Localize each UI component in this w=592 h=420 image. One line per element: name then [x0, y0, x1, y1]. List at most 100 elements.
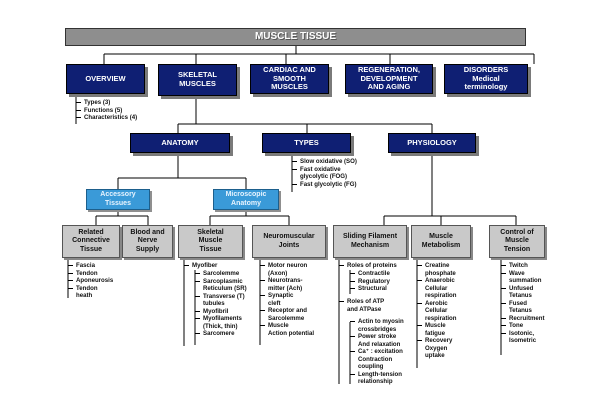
list-item: Fused Tetanus [501, 300, 545, 315]
list-item: Myofilaments (Thick, thin) [195, 315, 247, 330]
list-item-label: Myofilaments (Thick, thin) [203, 315, 242, 330]
bullet-tick [195, 333, 200, 334]
list-item: Tendon heath [68, 285, 113, 300]
list-item-label: Power stroke And relaxation [358, 333, 401, 348]
list-item: Functions (5) [76, 107, 137, 115]
title-banner: MUSCLE TISSUE [65, 28, 526, 46]
list-item: Contractile [350, 270, 390, 278]
bullet-tick [501, 302, 506, 304]
bullet-tick [350, 280, 355, 282]
list-item-label: Receptor and Sarcolemme [268, 307, 307, 322]
list-item-label: Characteristics (4) [84, 114, 138, 121]
list-item-label: Sarcoplasmic Reticulum (SR) [203, 277, 247, 293]
list-item-label: Tendon heath [76, 284, 98, 300]
list-item: Ca⁺ : excitation Contraction coupling [350, 348, 404, 371]
list-item: Muscle fatigue [417, 322, 457, 337]
list-item: Characteristics (4) [76, 114, 137, 122]
bullet-tick [417, 302, 422, 304]
list-item: Twitch [501, 262, 545, 270]
list-item-label: Roles of proteins [347, 262, 397, 269]
bullet-tick [260, 280, 265, 281]
list-item-label: Myofiber [192, 262, 218, 269]
bullet-tick [68, 265, 73, 266]
box-neuromuscular-joints: Neuromuscular Joints [252, 225, 326, 258]
list-item-label: Tendon [76, 269, 98, 277]
bullet-tick [68, 272, 73, 274]
bullet-tick [501, 317, 506, 319]
list-item: Isotonic, Isometric [501, 330, 545, 345]
list-item: Aerobic Cellular respiration [417, 300, 457, 323]
list-item-label: Creatine phosphate [425, 262, 456, 277]
box-overview: OVERVIEW [66, 64, 145, 94]
bullet-tick [339, 265, 344, 266]
list-item: Length-tension relationship [350, 371, 404, 386]
list-item-label: Wave summation [509, 269, 542, 285]
list-item: Fascia [68, 262, 113, 270]
list-item-label: Structural [358, 285, 387, 292]
list-item-label: Contractile [358, 270, 390, 277]
list-item-label: Sarcolemme [203, 270, 240, 277]
list-item: Structural [350, 285, 390, 293]
list-item: Tendon [68, 270, 113, 278]
box-blood-nerve-supply: Blood and Nerve Supply [122, 225, 173, 258]
list-item: Actin to myosin crossbridges [350, 318, 404, 333]
sliding-list-2: Roles of ATP and ATPase [339, 298, 384, 313]
list-item: Recruitment [501, 315, 545, 323]
list-item-label: Functions (5) [84, 106, 123, 114]
box-control-muscle-tension: Control of Muscle Tension [489, 225, 545, 258]
bullet-tick [68, 280, 73, 281]
list-item: Myofiber [184, 262, 217, 270]
list-item: Receptor and Sarcolemme [260, 307, 314, 322]
list-item: Anaerobic Cellular respiration [417, 277, 457, 300]
box-related-connective-tissue: Related Connective Tissue [62, 225, 120, 258]
list-item: Recovery Oxygen uptake [417, 337, 457, 360]
bullet-tick [417, 340, 422, 341]
list-item: Wave summation [501, 270, 545, 285]
box-regeneration: REGENERATION, DEVELOPMENT AND AGING [345, 64, 433, 94]
bullet-tick [68, 287, 73, 289]
list-item-label: Isotonic, Isometric [509, 329, 537, 345]
bullet-tick [184, 265, 189, 266]
list-item: Myofibril [195, 308, 247, 316]
list-item: Muscle Action potential [260, 322, 314, 337]
bullet-tick [292, 183, 297, 185]
bullet-tick [76, 109, 81, 111]
list-item: Fast glycolytic (FG) [292, 181, 357, 189]
list-item: Transverse (T) tubules [195, 293, 247, 308]
box-skeletal-muscle-tissue: Skeletal Muscle Tissue [178, 225, 243, 258]
bullet-tick [76, 117, 81, 118]
list-item: Sarcoplasmic Reticulum (SR) [195, 278, 247, 293]
list-item: Creatine phosphate [417, 262, 457, 277]
bullet-tick [339, 301, 344, 302]
list-item-label: Synaptic cleft [268, 292, 294, 307]
bullet-tick [195, 318, 200, 319]
list-item-label: Aponeurosis [76, 277, 114, 284]
list-item-label: Neurotrans- mitter (Ach) [268, 277, 303, 292]
list-item-label: Unfused Tetanus [509, 284, 534, 300]
list-item: Sarcomere [195, 330, 247, 338]
list-item-label: Aerobic Cellular respiration [425, 299, 457, 322]
bullet-tick [417, 265, 422, 266]
list-item-label: Muscle fatigue [425, 322, 446, 337]
types-list: Slow oxidative (SO)Fast oxidative glycol… [292, 158, 357, 188]
box-cardiac-smooth: CARDIAC AND SMOOTH MUSCLES [250, 64, 329, 94]
list-item-label: Recruitment [509, 314, 545, 322]
bullet-tick [195, 280, 200, 282]
bullet-tick [417, 325, 422, 326]
list-item: Unfused Tetanus [501, 285, 545, 300]
list-item: Slow oxidative (SO) [292, 158, 357, 166]
bullet-tick [292, 161, 297, 162]
list-item: Tone [501, 322, 545, 330]
box-skeletal-muscles: SKELETAL MUSCLES [158, 64, 237, 96]
list-item: Fast oxidative glycolytic (FOG) [292, 166, 357, 181]
list-item: Motor neuron (Axon) [260, 262, 314, 277]
bullet-tick [260, 310, 265, 311]
bullet-tick [260, 265, 265, 266]
sliding-list: Roles of proteins [339, 262, 397, 270]
list-item-label: Sarcomere [203, 330, 235, 337]
